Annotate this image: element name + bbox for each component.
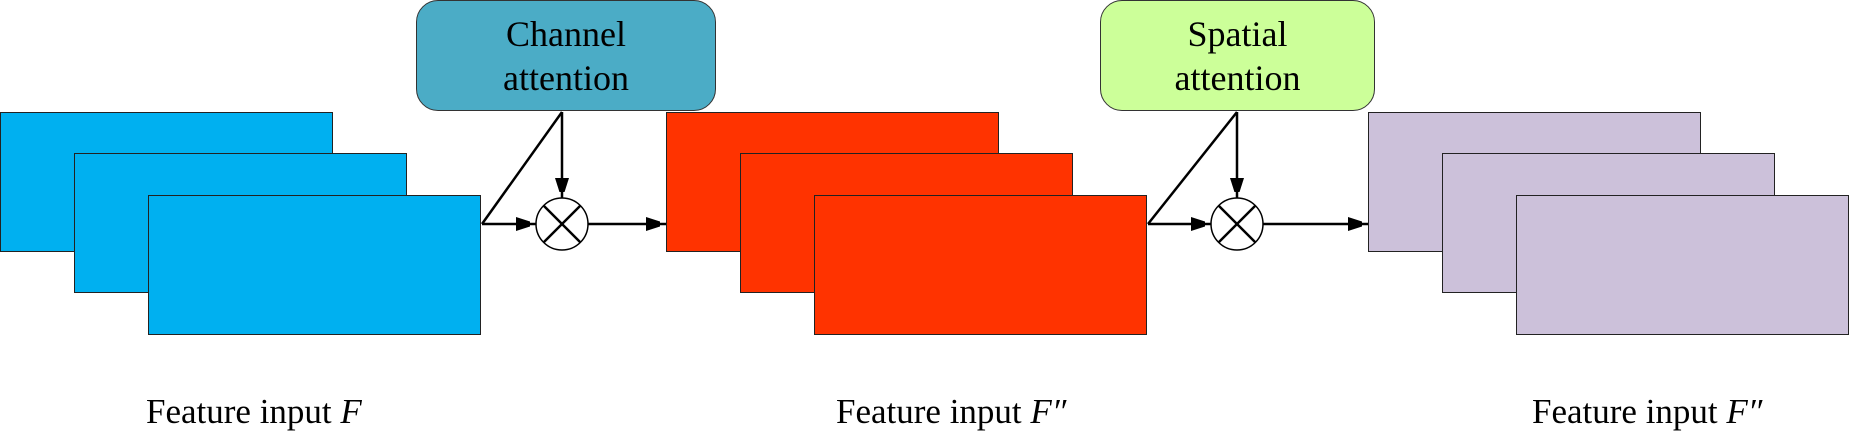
label-feature-input-out: Feature input F″ [1532, 392, 1762, 432]
label-symbol: F″ [1030, 392, 1067, 431]
spatial-attention-branch [1147, 111, 1368, 251]
label-symbol: F [340, 392, 362, 431]
channel-attention-box: Channel attention [416, 0, 716, 111]
spatial-attention-line2: attention [1174, 57, 1301, 98]
label-feature-input-F2: Feature input F″ [836, 392, 1066, 432]
multiply-operator-icon [535, 197, 589, 251]
channel-attention-line2: attention [503, 57, 629, 98]
label-text: Feature input [146, 392, 341, 431]
label-symbol: F″ [1726, 392, 1763, 431]
feature-map-F-layer-3 [148, 195, 481, 335]
feature-map-F2-layer-3 [814, 195, 1147, 335]
label-feature-input-F: Feature input F [146, 392, 362, 432]
label-text: Feature input [836, 392, 1031, 431]
label-text: Feature input [1532, 392, 1727, 431]
spatial-attention-line1: Spatial [1187, 13, 1288, 54]
spatial-attention-box: Spatial attention [1100, 0, 1375, 111]
multiply-operator-icon [1210, 197, 1264, 251]
channel-attention-branch [480, 111, 666, 251]
feature-map-out-layer-3 [1516, 195, 1849, 335]
channel-attention-line1: Channel [506, 13, 626, 54]
